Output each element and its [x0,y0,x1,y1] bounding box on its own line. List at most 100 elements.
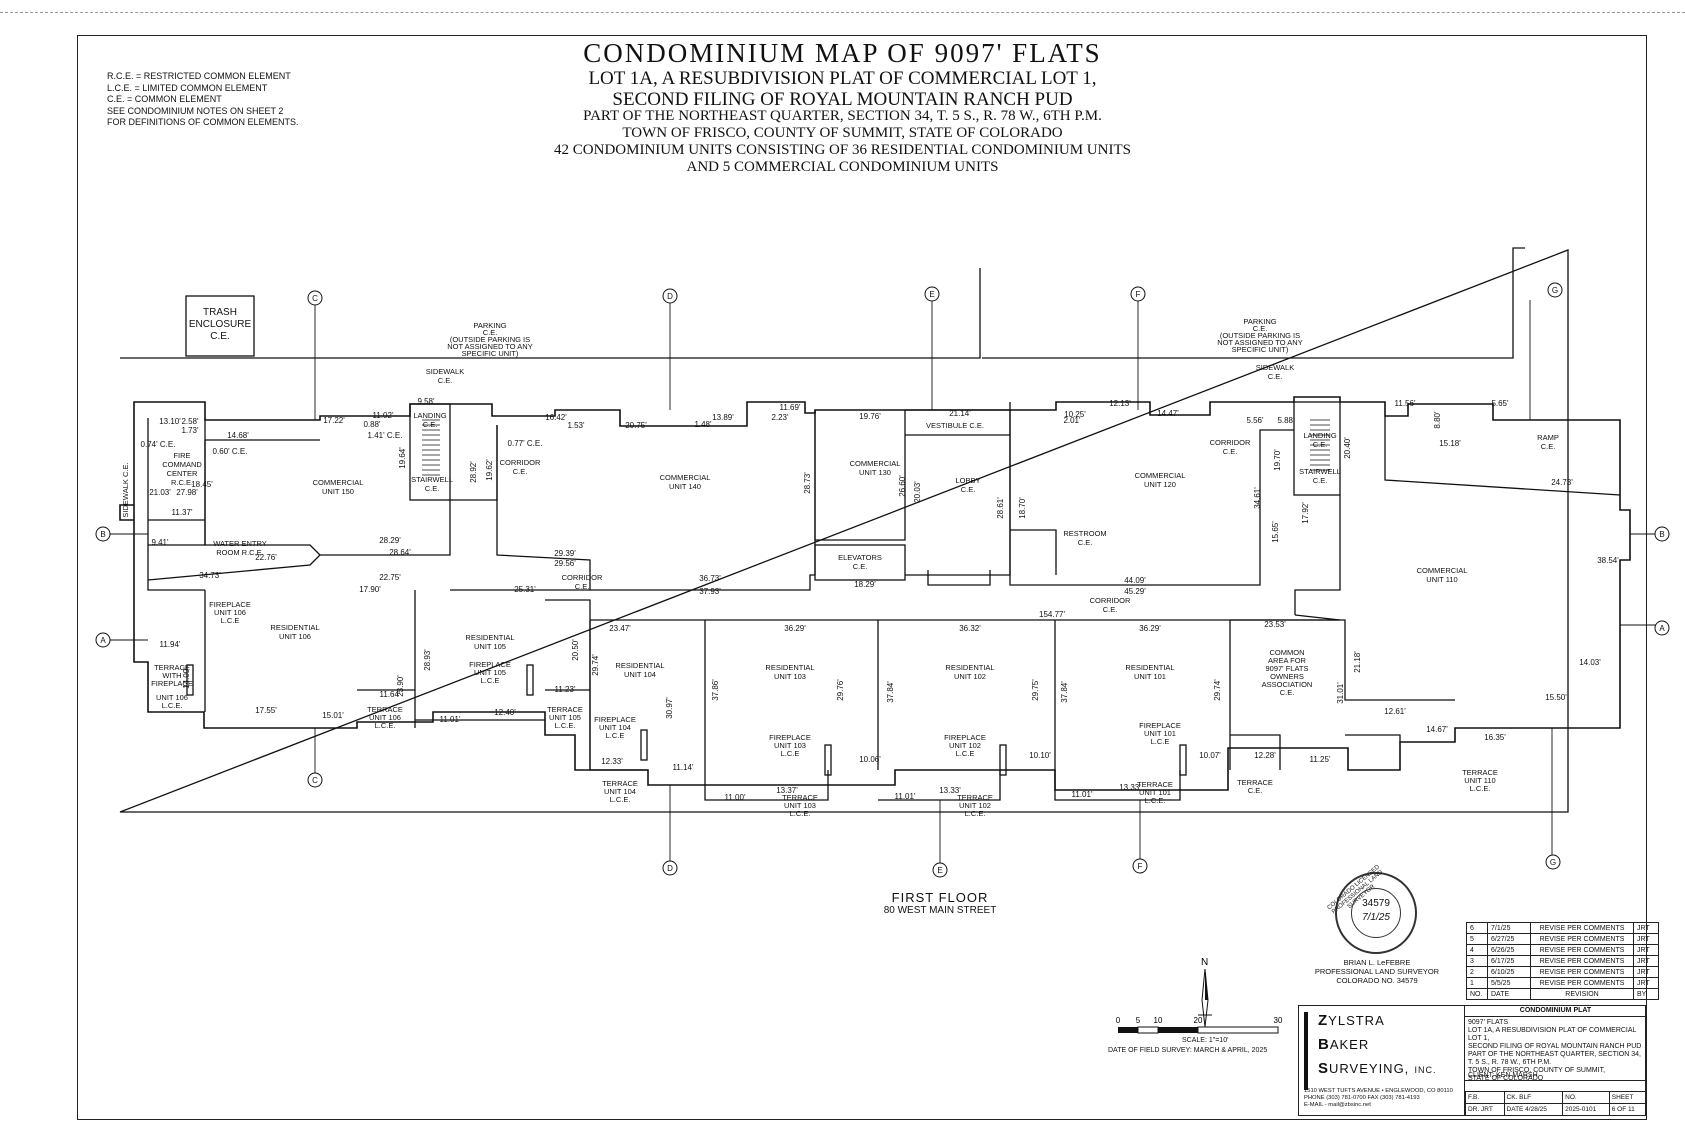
dimension-label: 20.03' [913,481,922,503]
dimension-label: 23.53' [1264,620,1286,629]
tb-fb: F.B. [1465,1091,1505,1104]
fireplace-101-label: UNIT 101 [1144,729,1176,738]
stairwell-right [1293,401,1341,496]
dimension-label: 15.18' [1439,439,1461,448]
corridor-label: CORRIDOR [500,458,541,467]
commercial-150-label: UNIT 150 [322,487,354,496]
title-block-desc-line: PART OF THE NORTHEAST QUARTER, SECTION 3… [1468,1051,1641,1058]
wall-commercial-110 [1294,416,1621,615]
fireplace-102-label: L.C.E [956,749,975,758]
fireplace-104-label: L.C.E [606,731,625,740]
revision-cell: NO. [1466,988,1488,1000]
section-marker-icon: B [1654,526,1670,542]
dimension-label: 28.92' [469,461,478,483]
corridor-wall [450,589,1341,621]
landing-left-label: LANDING [413,411,447,420]
scale-tick-label: 20 [1194,1016,1203,1025]
terrace-fireplace-label: FIREPLACE [151,679,193,688]
title-block-desc-line: T. 5 S., R. 78 W., 6TH P.M. [1468,1059,1552,1066]
fireplace-106 [186,664,194,696]
terrace-106-label: UNIT 106 [369,713,401,722]
scale-tick-label: 5 [1136,1016,1141,1025]
section-marker-letter: A [1659,624,1665,633]
fireplace-106-label: L.C.E [221,616,240,625]
ramp-label: C.E. [1541,442,1556,451]
surveyor-license: COLORADO NO. 34579 [1336,976,1418,985]
terrace-102-label: TERRACE [957,793,993,802]
residential-106-label: UNIT 106 [279,632,311,641]
residential-105-label: RESIDENTIAL [465,633,514,642]
wall-terrace-110 [1345,734,1401,742]
section-marker-letter: A [100,636,106,645]
dimension-label: 20.75' [625,421,647,430]
corridor-label: C.E. [1103,605,1118,614]
dimension-label: 5.88' [1277,416,1295,425]
section-marker-letter: B [1659,530,1664,539]
dimension-label: 11.00' [725,793,746,802]
dimension-label: 28.29' [379,536,401,545]
commercial-120-label: COMMERCIAL [1135,471,1186,480]
revision-cell: 6/17/25 [1487,955,1531,967]
scale-tick-label: 10 [1154,1016,1163,1025]
dimension-label: 10.25' [1064,410,1086,419]
dimension-label: 12.61' [1384,707,1406,716]
residential-101-label: RESIDENTIAL [1125,663,1174,672]
dimension-label: 21.18' [1353,651,1362,673]
section-marker-letter: E [937,866,942,875]
dimension-label: 11.14' [673,763,694,772]
title-block-desc-line: SECOND FILING OF ROYAL MOUNTAIN RANCH PU… [1468,1043,1642,1050]
fire-command-label: COMMAND [162,460,202,469]
dimension-label: 23.47' [609,624,631,633]
section-marker-letter: F [1138,862,1143,871]
dimension-label: 11.01' [440,715,461,724]
title-block-client: CLIENT: KEN MARSH [1465,1071,1646,1081]
dimension-label: 11.01' [1072,790,1093,799]
floor-address: 80 WEST MAIN STREET [883,905,997,916]
fireplace-102-label: UNIT 102 [949,741,981,750]
dimension-label: 15.50' [1545,693,1567,702]
tb-ck: CK. BLF [1503,1091,1564,1104]
dimension-label: 14.68' [227,431,249,440]
legend-ce: C.E. = COMMON ELEMENT [107,94,222,104]
dimension-label: 19.70' [1273,449,1282,471]
terrace-102-label: UNIT 102 [959,801,991,810]
dimension-label: 36.32' [959,624,981,633]
section-marker-icon: G [1545,854,1561,870]
address-line-3: E-MAIL - mail@zbsinc.net [1304,1102,1371,1108]
unit-106-lce-label: L.C.E. [162,701,183,710]
site-line-right [982,247,1525,359]
section-marker-icon: D [662,288,678,304]
fire-command-wall [147,418,205,591]
dimension-label: 22.76' [255,553,277,562]
revision-cell: 5 [1466,933,1488,945]
terrace-110-label: UNIT 110 [1464,776,1495,785]
dimension-label: 11.69' [780,403,801,412]
revision-cell: JRT [1633,977,1659,989]
parking-label-right: PARKING [1243,317,1276,326]
dimension-label: 1.73' [181,426,199,435]
dimension-label: 9.58' [417,397,435,406]
revision-cell: JRT [1633,966,1659,978]
unit-106-lce-label: UNIT 106 [156,693,188,702]
map-subtitle-2: SECOND FILING OF ROYAL MOUNTAIN RANCH PU… [612,89,1073,110]
dimension-label: 17.22' [323,416,345,425]
dimension-label: 28.61' [996,497,1005,519]
dimension-label: 10.07' [1199,751,1221,760]
dimension-label: 9.41' [151,538,169,547]
dimension-label: 14.67' [1426,725,1448,734]
wall-res-104-101 [589,620,1281,801]
residential-102-label: UNIT 102 [954,672,986,681]
trash-enclosure-label: C.E. [210,331,229,342]
surveyor-seal: COLORADO LICENSED PROFESSIONAL LAND SURV… [1327,864,1417,954]
residential-103-label: RESIDENTIAL [765,663,814,672]
corridor-label: CORRIDOR [1090,596,1131,605]
dimension-label: 27.98' [176,488,198,497]
revision-cell: REVISE PER COMMENTS [1530,977,1634,989]
dimension-label: 2.01' [1063,416,1081,425]
scale-tick-label: 0 [1116,1016,1121,1025]
terrace-110-label: TERRACE [1462,768,1498,777]
revision-cell: 3 [1466,955,1488,967]
